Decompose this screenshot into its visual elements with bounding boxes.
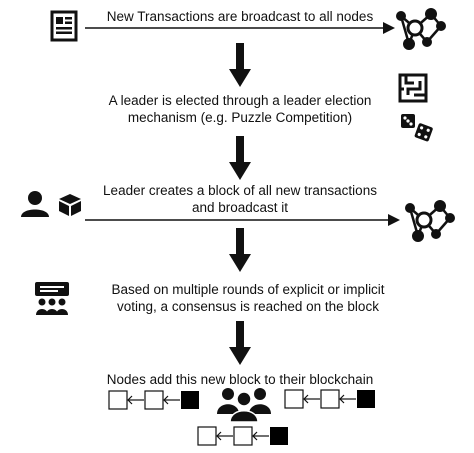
block-empty xyxy=(320,389,340,409)
newspaper-icon xyxy=(50,10,78,42)
step-4-line-2: voting, a consensus is reached on the bl… xyxy=(117,299,379,314)
step-2-line-1: A leader is elected through a leader ele… xyxy=(108,93,372,108)
meeting-icon xyxy=(34,281,70,317)
blockchain-bottom xyxy=(197,426,288,446)
step-2-text: A leader is elected through a leader ele… xyxy=(80,92,400,126)
down-arrow-2 xyxy=(229,136,251,180)
blockchain-left xyxy=(108,390,199,410)
block-empty xyxy=(108,390,128,410)
step-4-text: Based on multiple rounds of explicit or … xyxy=(88,281,408,315)
broadcast-arrow-1 xyxy=(85,22,395,34)
cube-icon xyxy=(58,193,82,217)
step-3-text: Leader creates a block of all new transa… xyxy=(85,182,395,216)
down-arrow-3 xyxy=(229,228,251,272)
block-filled xyxy=(270,427,288,445)
step-3-line-1: Leader creates a block of all new transa… xyxy=(103,183,377,198)
user-icon xyxy=(20,190,50,218)
block-empty xyxy=(144,390,164,410)
step-3-line-2: and broadcast it xyxy=(191,200,289,215)
network-graph-icon xyxy=(402,194,456,246)
block-empty xyxy=(284,389,304,409)
maze-icon xyxy=(398,73,428,103)
group-icon xyxy=(216,384,272,422)
step-2-line-2: mechanism (e.g. Puzzle Competition) xyxy=(127,110,353,125)
step-5-text: Nodes add this new block to their blockc… xyxy=(106,372,374,387)
down-arrow-1 xyxy=(229,43,251,87)
broadcast-arrow-2 xyxy=(85,214,400,226)
block-empty xyxy=(197,426,217,446)
blockchain-right xyxy=(284,389,375,409)
dice-icon xyxy=(400,113,434,143)
step-4-line-1: Based on multiple rounds of explicit or … xyxy=(111,282,385,297)
down-arrow-4 xyxy=(229,321,251,365)
block-filled xyxy=(357,390,375,408)
step-1-text: New Transactions are broadcast to all no… xyxy=(106,9,374,24)
block-filled xyxy=(181,391,199,409)
block-empty xyxy=(233,426,253,446)
network-graph-icon xyxy=(393,2,447,54)
